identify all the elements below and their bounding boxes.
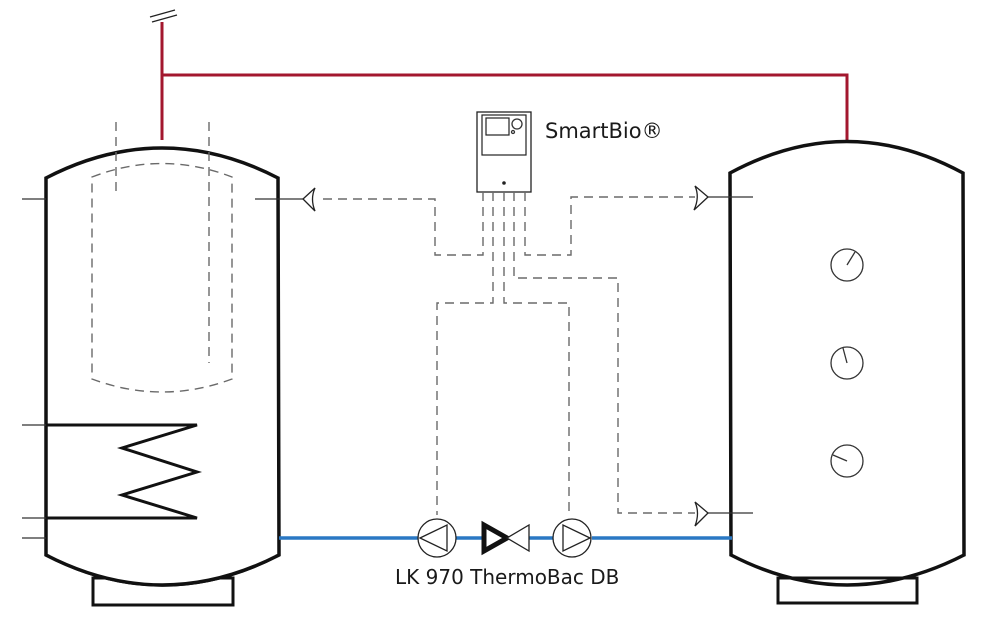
sensor-icon — [693, 185, 709, 211]
check-valve-icon — [481, 520, 530, 556]
pump-group-label: LK 970 ThermoBac DB — [395, 565, 620, 589]
pump-icon — [417, 518, 457, 558]
hot-pipe — [149, 9, 849, 140]
left-tank — [22, 122, 305, 607]
thermometer-icon — [830, 444, 864, 478]
pump-icon — [552, 518, 592, 558]
sensor-icon — [694, 501, 709, 527]
thermometer-icon — [830, 346, 864, 380]
right-tank — [708, 139, 966, 605]
sensor-icon — [302, 187, 316, 212]
control-wiring — [323, 192, 695, 515]
controller-unit-icon — [476, 111, 532, 193]
thermometer-icon — [830, 248, 864, 282]
controller-label: SmartBio® — [545, 119, 663, 143]
